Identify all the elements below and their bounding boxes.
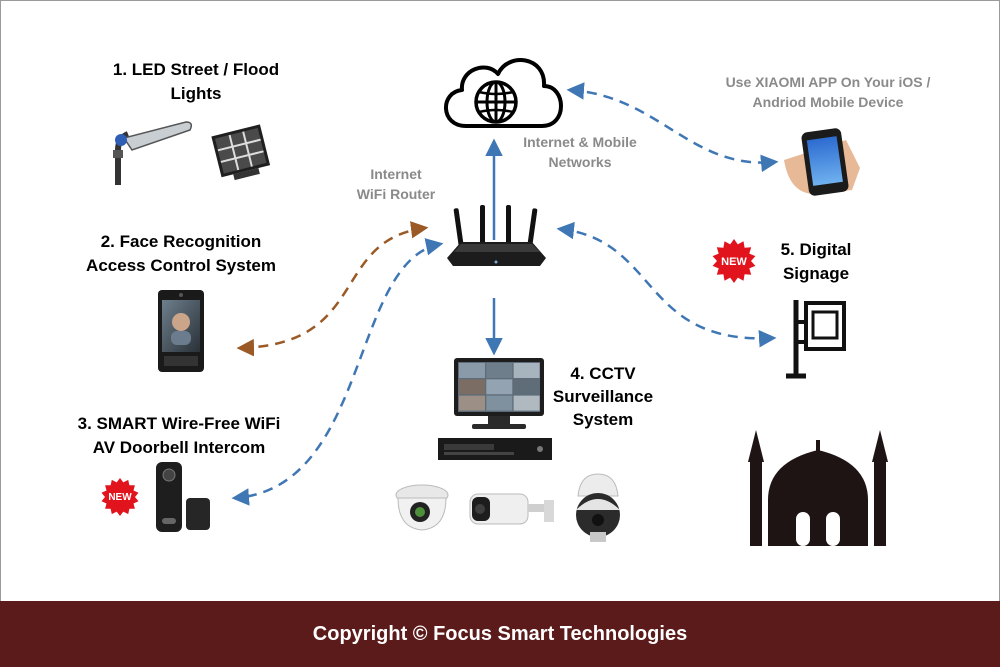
face-terminal-icon bbox=[158, 290, 204, 372]
ptz-camera-icon bbox=[576, 473, 620, 542]
svg-text:NEW: NEW bbox=[108, 492, 132, 503]
cloud-globe-icon bbox=[444, 58, 563, 128]
camera-feed-tile bbox=[459, 363, 485, 378]
camera-feed-tile bbox=[513, 363, 540, 378]
street-light-icon bbox=[113, 121, 193, 185]
copyright-footer: Copyright © Focus Smart Technologies bbox=[0, 601, 1000, 667]
wifi-router-icon bbox=[447, 205, 546, 266]
arrow-router-doorbell bbox=[231, 238, 444, 506]
arrow-router-signage bbox=[556, 221, 777, 348]
copyright-text: Copyright © Focus Smart Technologies bbox=[312, 622, 688, 645]
cctv-monitor-icon bbox=[454, 358, 544, 429]
camera-feed-tile bbox=[459, 395, 485, 411]
mosque-icon bbox=[748, 430, 888, 546]
flood-light-icon bbox=[211, 124, 271, 181]
camera-feed-tile bbox=[513, 379, 540, 395]
camera-feed-tile bbox=[513, 395, 540, 411]
camera-feed-tile bbox=[486, 379, 513, 395]
smartphone-icon bbox=[784, 128, 860, 196]
dome-camera-icon bbox=[395, 484, 449, 531]
camera-feed-tile bbox=[486, 395, 513, 411]
new-badge-signage: NEW bbox=[712, 239, 756, 283]
app-label: Use XIAOMI APP On Your iOS /Andriod Mobi… bbox=[725, 74, 931, 110]
svg-text:NEW: NEW bbox=[721, 256, 747, 268]
arrow-cloud-phone bbox=[566, 82, 779, 173]
camera-feed-tile bbox=[459, 379, 485, 395]
signage-icon bbox=[786, 300, 846, 379]
new-badge-doorbell: NEW bbox=[101, 478, 139, 516]
bullet-camera-icon bbox=[469, 493, 554, 525]
dvr-icon bbox=[438, 438, 552, 460]
camera-feed-tile bbox=[486, 363, 513, 378]
doorbell-icon bbox=[156, 462, 210, 532]
